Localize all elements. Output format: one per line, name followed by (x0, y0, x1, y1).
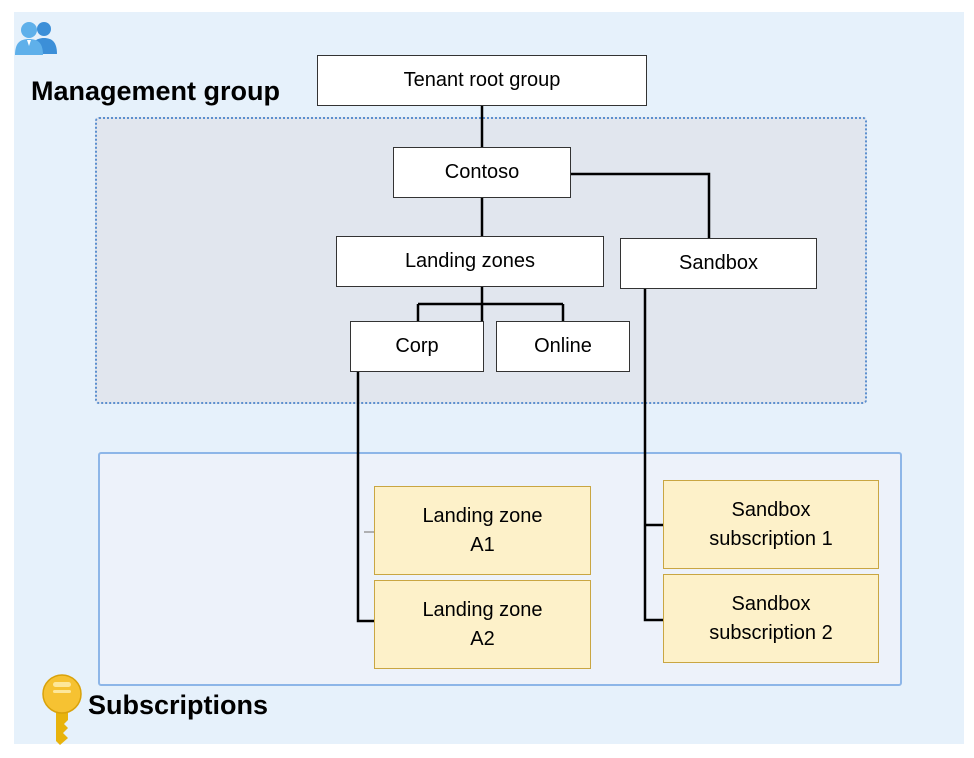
node-online: Online (496, 321, 630, 372)
node-landing-zones: Landing zones (336, 236, 604, 287)
key-icon (42, 674, 82, 745)
node-tenant-root-group: Tenant root group (317, 55, 647, 106)
node-corp: Corp (350, 321, 484, 372)
connector-contoso-sandbox (570, 172, 711, 238)
connector-sandbox-subscriptions (643, 289, 664, 622)
users-group-icon (15, 22, 57, 55)
connector-corp-landing-zones (356, 372, 375, 623)
subscriptions-title: Subscriptions (88, 690, 269, 720)
connector-landing-zones-children (416, 287, 565, 321)
node-contoso: Contoso (393, 147, 571, 198)
management-group-title: Management group (31, 76, 281, 106)
node-sandbox: Sandbox (620, 238, 817, 289)
